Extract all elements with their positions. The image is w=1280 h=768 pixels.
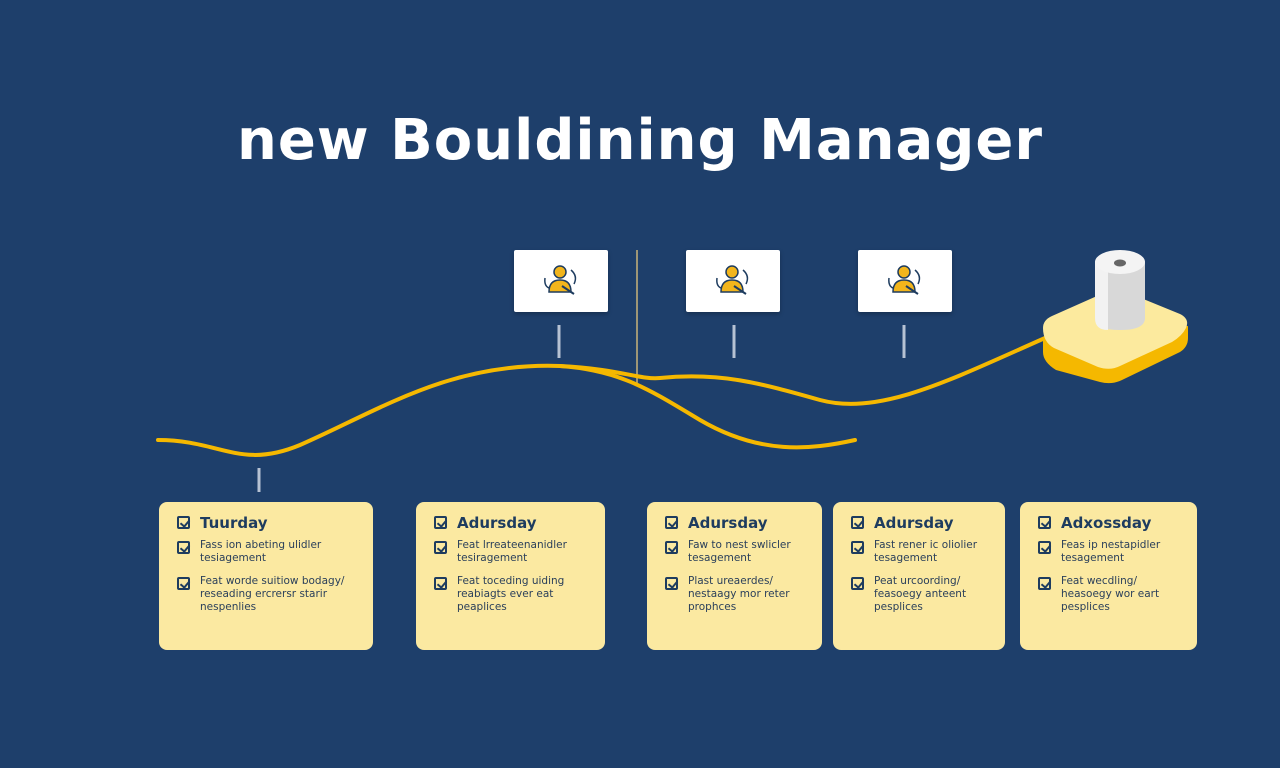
day-card-3[interactable]: Adursday Faw to nest swlicler tesagement… <box>647 502 822 650</box>
day-card-1[interactable]: Tuurday Fass ion abeting ulidler tesiage… <box>159 502 373 650</box>
timeline-curve-main <box>156 336 1047 457</box>
checkbox-icon[interactable] <box>665 577 678 590</box>
sign-card-2[interactable] <box>686 250 780 312</box>
card-title: Adursday <box>874 514 954 532</box>
card-title: Tuurday <box>200 514 268 532</box>
card-item: Fass ion abeting ulidler tesiagement <box>200 539 322 564</box>
card-item: Peat urcoording/ feasoegy anteent pespli… <box>874 575 967 613</box>
card-item: Feat toceding uiding reabiagts ever eat … <box>457 575 565 613</box>
card-title: Adursday <box>688 514 768 532</box>
checkbox-icon[interactable] <box>177 516 190 529</box>
card-item: Faw to nest swlicler tesagement <box>688 539 791 564</box>
worker-icon <box>888 265 921 295</box>
page-title: new Bouldining Manager <box>237 108 1043 173</box>
card-item: Feat worde suitiow bodagy/ reseading erc… <box>200 575 345 613</box>
checkbox-icon[interactable] <box>1038 577 1051 590</box>
card-title: Adursday <box>457 514 537 532</box>
timeline-curve-branch <box>558 364 857 450</box>
sign-card-3[interactable] <box>858 250 952 312</box>
checkbox-icon[interactable] <box>434 541 447 554</box>
checkbox-icon[interactable] <box>851 541 864 554</box>
checkbox-icon[interactable] <box>177 541 190 554</box>
checkbox-icon[interactable] <box>177 577 190 590</box>
card-title: Adxossday <box>1061 514 1152 532</box>
checkbox-icon[interactable] <box>434 516 447 529</box>
checkbox-icon[interactable] <box>1038 541 1051 554</box>
checkbox-icon[interactable] <box>665 516 678 529</box>
day-card-4[interactable]: Adursday Fast rener ic oliolier tesageme… <box>833 502 1005 650</box>
day-card-5[interactable]: Adxossday Feas ip nestapidler tesagement… <box>1020 502 1197 650</box>
card-item: Feat wecdling/ heasoegy wor eart pesplic… <box>1061 575 1160 613</box>
worker-icon <box>716 265 749 295</box>
checkbox-icon[interactable] <box>1038 516 1051 529</box>
sign-card-1[interactable] <box>514 250 608 312</box>
checkbox-icon[interactable] <box>851 577 864 590</box>
day-card-2[interactable]: Adursday Feat lrreateenanidler tesiragem… <box>416 502 605 650</box>
checkbox-icon[interactable] <box>851 516 864 529</box>
card-item: Feas ip nestapidler tesagement <box>1061 539 1161 564</box>
checkbox-icon[interactable] <box>434 577 447 590</box>
card-item: Plast ureaerdes/ nestaagy mor reter prop… <box>688 575 790 613</box>
card-item: Feat lrreateenanidler tesiragement <box>457 539 567 564</box>
paper-roll-on-platform-icon <box>1043 250 1188 384</box>
worker-icon <box>544 265 577 295</box>
card-item: Fast rener ic oliolier tesagement <box>874 539 978 564</box>
checkbox-icon[interactable] <box>665 541 678 554</box>
